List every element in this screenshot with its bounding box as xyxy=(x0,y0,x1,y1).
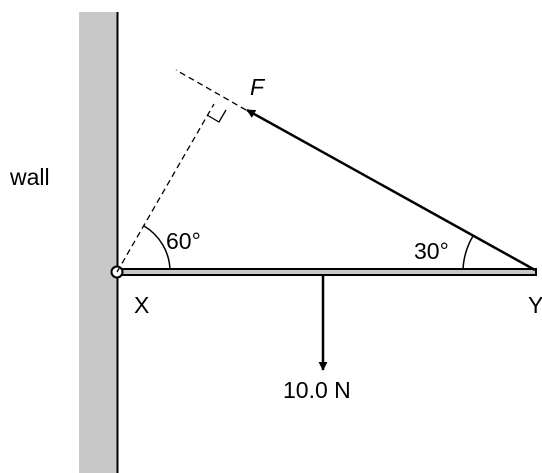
right-angle-marker xyxy=(206,109,227,123)
angle-arc-x xyxy=(143,225,171,271)
line-of-action-extension xyxy=(175,69,247,111)
perpendicular-dashed-line xyxy=(116,103,215,273)
angle-arc-y xyxy=(462,235,474,271)
rod-xy xyxy=(116,268,537,276)
force-label: F xyxy=(250,74,266,100)
angle-label-x: 60° xyxy=(166,228,201,254)
wall-label: wall xyxy=(9,164,50,190)
angle-label-y: 30° xyxy=(414,238,449,264)
weight-label: 10.0 N xyxy=(283,377,351,403)
wall xyxy=(79,12,117,473)
point-x-label: X xyxy=(134,292,149,318)
point-y-label: Y xyxy=(528,292,542,318)
force-f-arrow xyxy=(246,108,536,272)
